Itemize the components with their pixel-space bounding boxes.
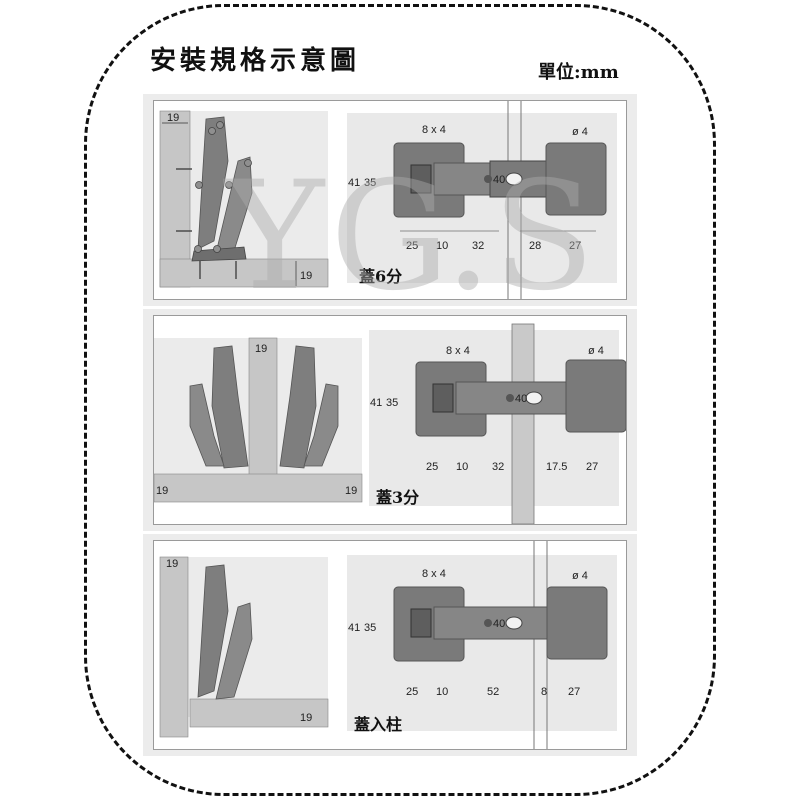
left-thickness: 19 [156,485,168,497]
panel-overlay-3: 19 19 19 40 8 x 4 ø 4 41 35 25 10 32 17.… [143,309,637,531]
dim-28: 28 [529,240,541,252]
plan-view: 40 8 x 4 ø 4 41 35 25 10 32 17.5 27 [369,323,626,524]
cup-diameter: 40 [493,618,505,630]
side-door-thickness: 19 [167,112,179,124]
dim-10: 10 [436,686,448,698]
caption-overlay-3: 蓋3分 [376,488,420,507]
panel-frame: 19 19 40 8 x 4 ø 4 41 35 25 10 52 8 27 蓋… [153,540,627,750]
caption-inset: 蓋入柱 [354,715,403,734]
dim-32: 32 [472,240,484,252]
height-outer: 41 [348,177,360,189]
hole-diameter: ø 4 [572,126,588,138]
side-view: 19 19 19 [154,337,363,503]
hinge-diagram-half-overlay: 19 19 19 40 8 x 4 ø 4 41 35 25 10 32 17.… [154,323,626,524]
hinge-diagram-inset: 19 19 40 8 x 4 ø 4 41 35 25 10 52 8 27 [159,541,617,749]
plan-view: 40 8 x 4 ø 4 41 35 25 10 52 8 27 [347,541,617,749]
hole-diameter: ø 4 [572,570,588,582]
dim-27: 27 [568,686,580,698]
slot-size: 8 x 4 [422,124,446,136]
side-panel-thickness: 19 [300,712,312,724]
height-inner: 35 [386,397,398,409]
right-thickness: 19 [345,485,357,497]
hole-diameter: ø 4 [588,345,604,357]
dim-25: 25 [406,240,418,252]
slot-size: 8 x 4 [446,345,470,357]
dashed-border-frame [84,4,716,796]
dim-17-5: 17.5 [546,461,567,473]
dim-27: 27 [569,240,581,252]
dim-10: 10 [456,461,468,473]
dim-8: 8 [541,686,547,698]
panel-frame: 19 19 19 40 8 x 4 ø 4 41 35 25 10 32 17.… [153,315,627,525]
unit-label: 單位:mm [538,62,619,83]
dim-10: 10 [436,240,448,252]
plan-view: 40 8 x 4 ø 4 41 35 25 10 32 28 27 [347,101,617,299]
hinge-diagram-full-overlay: 19 19 40 8 x 4 ø 4 41 35 25 10 32 28 27 [159,101,617,299]
height-inner: 35 [364,622,376,634]
panel-frame: 19 19 40 8 x 4 ø 4 41 35 25 10 32 28 27 … [153,100,627,300]
dim-32: 32 [492,461,504,473]
side-panel-thickness: 19 [300,270,312,282]
dim-25: 25 [426,461,438,473]
page-title: 安裝規格示意圖 [150,46,361,76]
slot-size: 8 x 4 [422,568,446,580]
center-thickness: 19 [255,343,267,355]
side-door-thickness: 19 [166,558,178,570]
dim-27: 27 [586,461,598,473]
height-outer: 41 [370,397,382,409]
panel-inset: 19 19 40 8 x 4 ø 4 41 35 25 10 52 8 27 蓋… [143,534,637,756]
dim-52: 52 [487,686,499,698]
height-outer: 41 [348,622,360,634]
cup-diameter: 40 [515,393,527,405]
cup-diameter: 40 [493,174,505,186]
side-view: 19 19 [159,110,329,288]
height-inner: 35 [364,177,376,189]
dim-25: 25 [406,686,418,698]
panel-overlay-6: 19 19 40 8 x 4 ø 4 41 35 25 10 32 28 27 … [143,94,637,306]
side-view: 19 19 [159,556,329,738]
caption-overlay-6: 蓋6分 [359,267,403,286]
